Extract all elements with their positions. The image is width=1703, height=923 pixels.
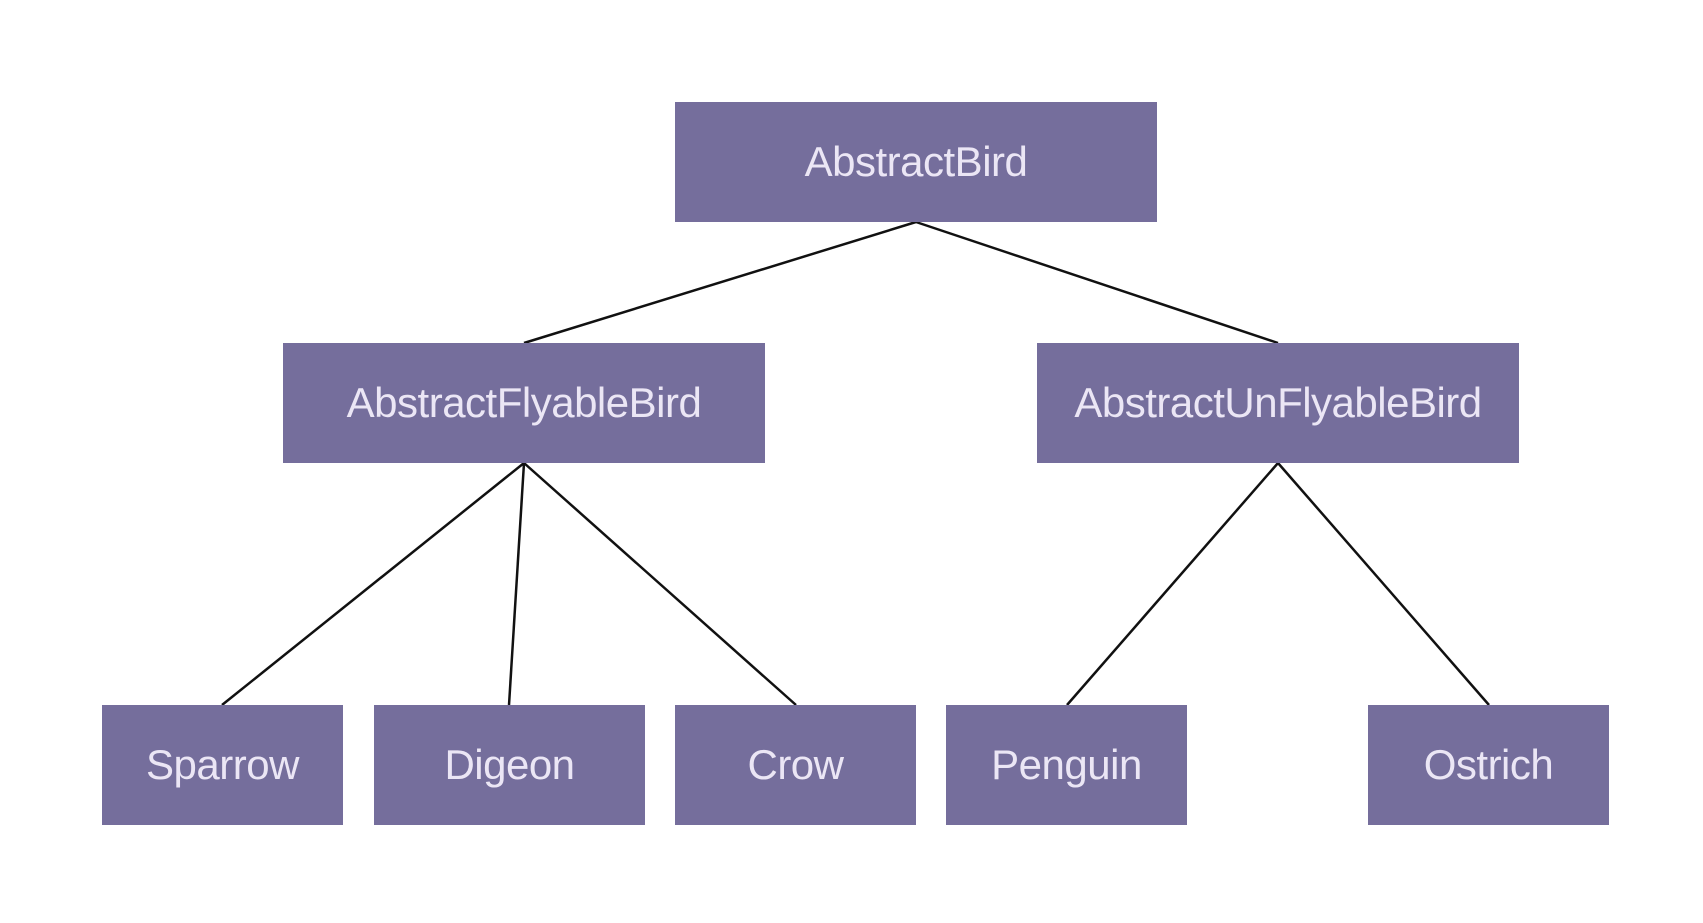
node-label: Sparrow	[146, 741, 299, 788]
edge-flyable-sparrow	[221, 462, 525, 706]
node-label: AbstractBird	[804, 138, 1028, 185]
edge-flyable-digeon	[507, 462, 526, 706]
edge-flyable-crow	[523, 462, 797, 706]
node-digeon: Digeon	[374, 705, 645, 825]
node-abstract-bird: AbstractBird	[675, 102, 1157, 222]
edge-root-flyable	[523, 220, 917, 345]
node-label: AbstractUnFlyableBird	[1074, 379, 1482, 426]
node-abstract-unflyable-bird: AbstractUnFlyableBird	[1037, 343, 1519, 463]
edge-unflyable-ostrich	[1277, 462, 1490, 706]
node-crow: Crow	[675, 705, 916, 825]
node-label: Crow	[747, 741, 844, 788]
node-ostrich: Ostrich	[1368, 705, 1609, 825]
node-label: Ostrich	[1423, 741, 1554, 788]
edge-root-unflyable	[915, 220, 1279, 345]
node-label: Digeon	[444, 741, 575, 788]
node-sparrow: Sparrow	[102, 705, 343, 825]
edge-unflyable-penguin	[1066, 462, 1279, 706]
node-penguin: Penguin	[946, 705, 1187, 825]
node-label: Penguin	[991, 741, 1142, 788]
node-abstract-flyable-bird: AbstractFlyableBird	[283, 343, 765, 463]
node-label: AbstractFlyableBird	[346, 379, 702, 426]
